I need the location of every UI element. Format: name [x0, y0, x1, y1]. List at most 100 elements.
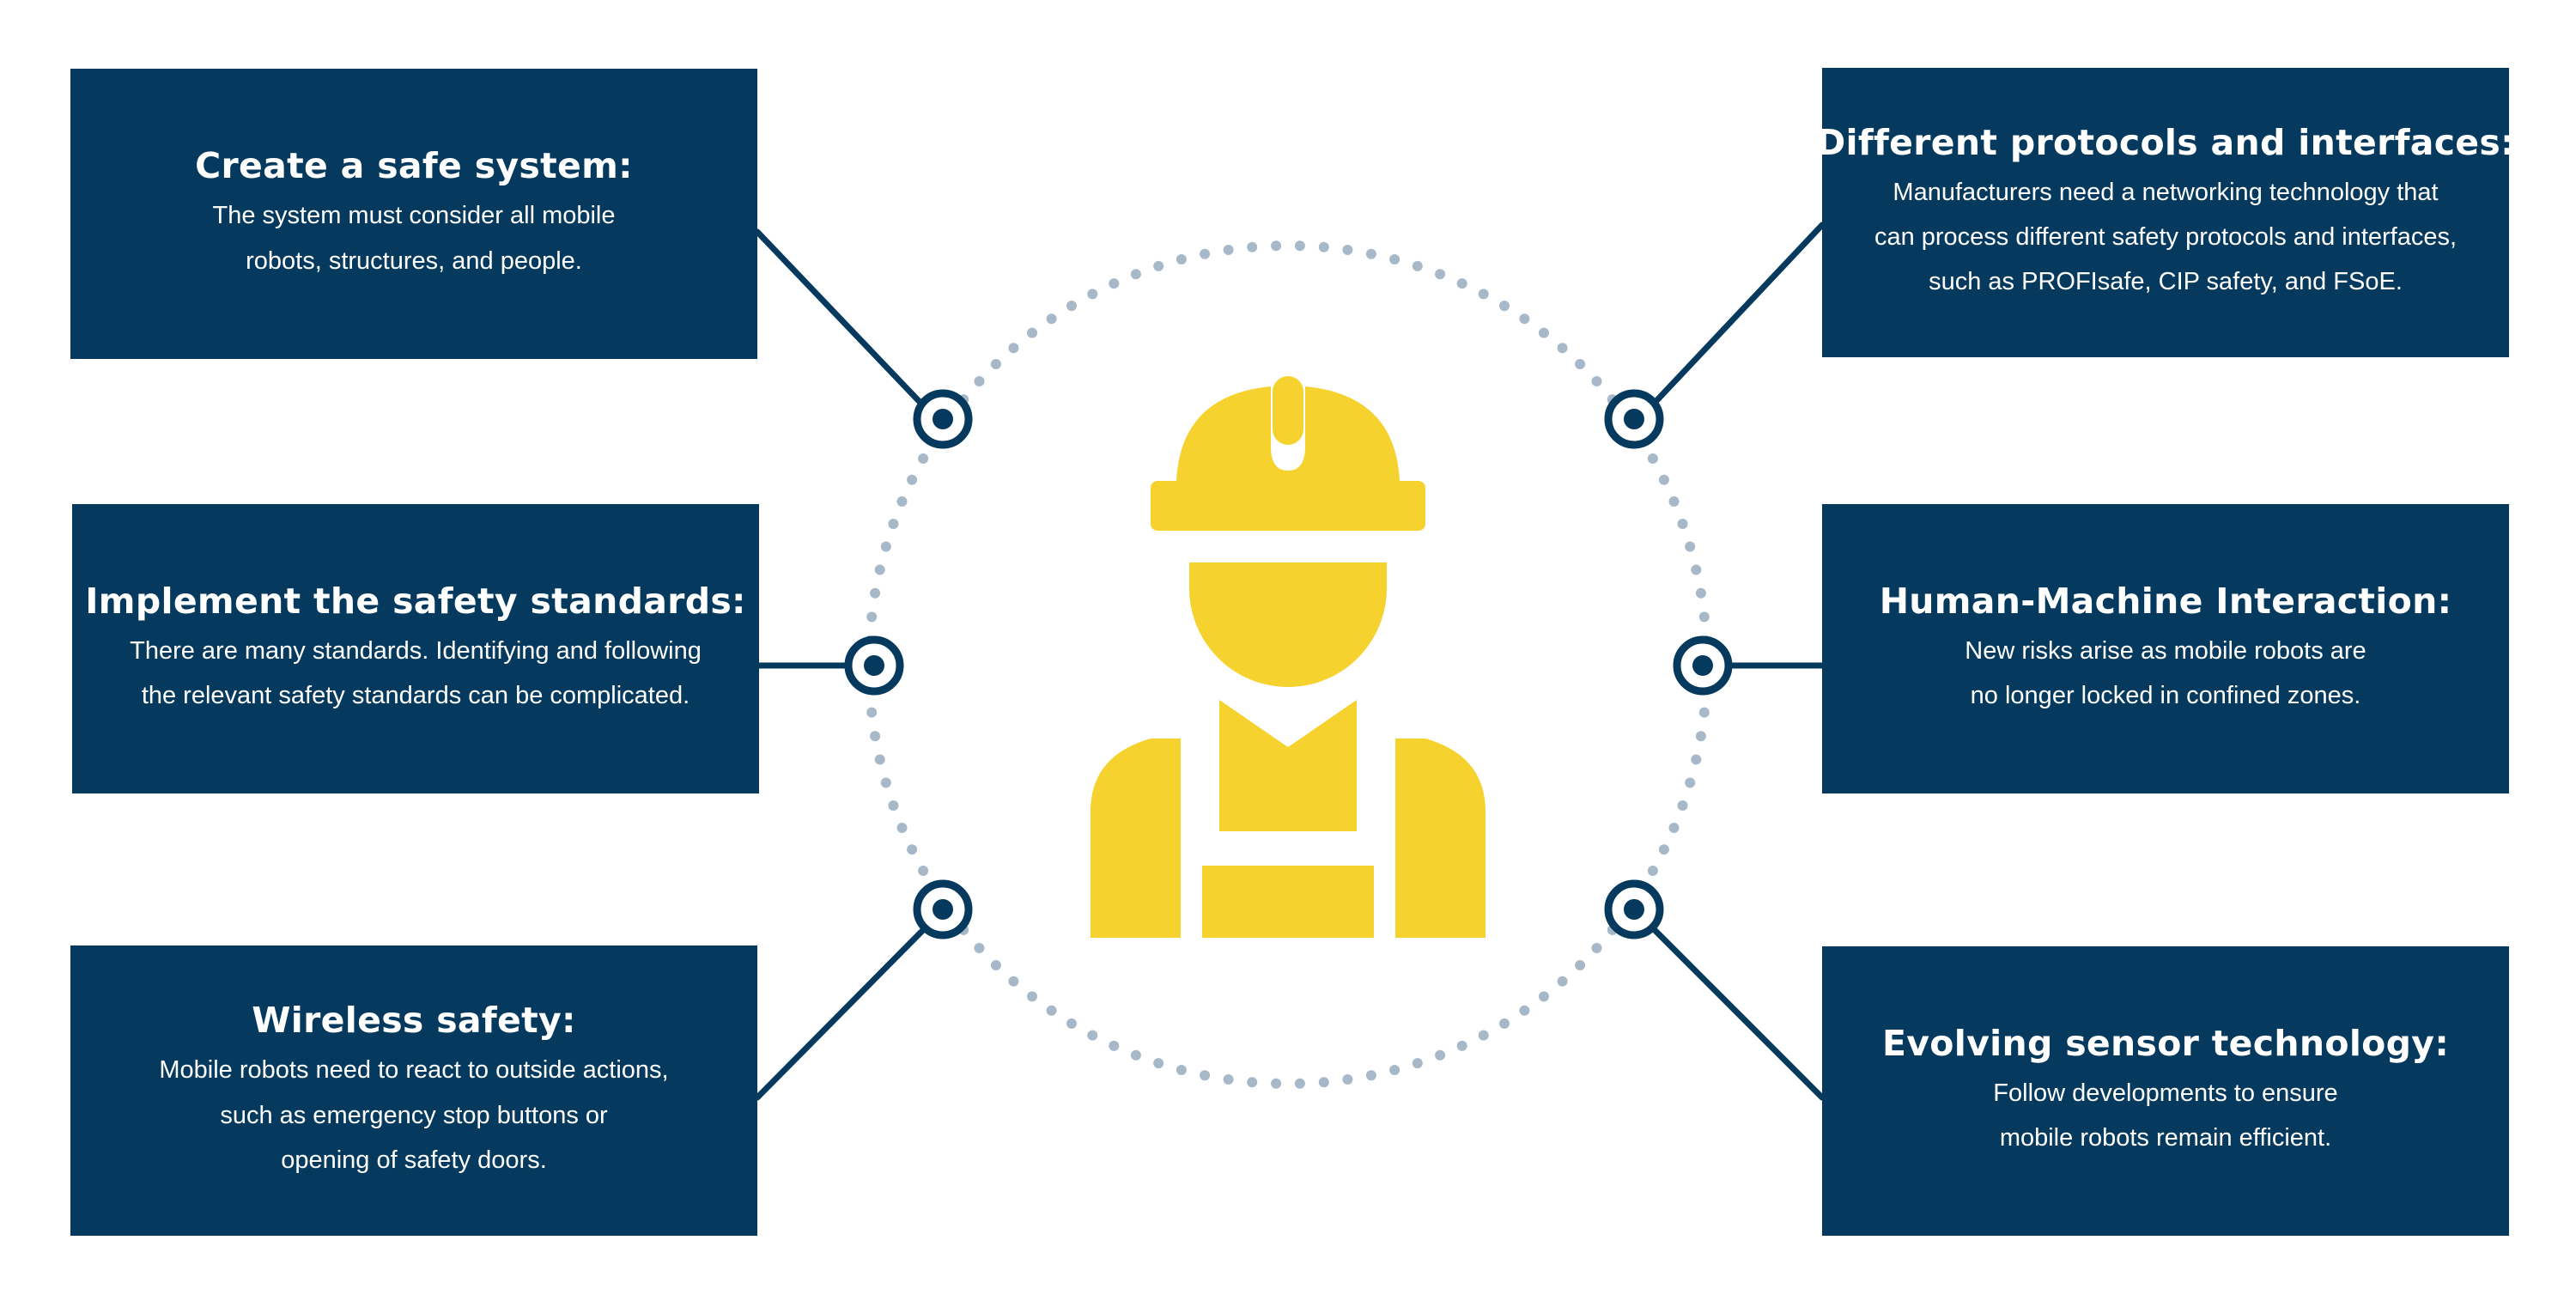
- ring-dot: [1519, 313, 1530, 325]
- info-box-create-safe-system: Create a safe system: The system must co…: [70, 69, 757, 359]
- ring-dot: [1519, 1005, 1530, 1016]
- ring-dot: [1176, 1065, 1187, 1075]
- ring-dot: [1365, 248, 1376, 259]
- box-body: New risks arise as mobile robots are no …: [1965, 629, 2366, 718]
- box-body: There are many standards. Identifying an…: [130, 629, 702, 718]
- ring-dot: [1008, 343, 1019, 354]
- node-marker-tl: [913, 389, 973, 449]
- ring-dot: [866, 707, 878, 718]
- ring-dot: [1478, 1030, 1489, 1041]
- info-box-evolving-sensor-technology: Evolving sensor technology: Follow devel…: [1822, 946, 2509, 1236]
- ring-dot: [1342, 245, 1353, 255]
- ring-dot: [1695, 587, 1706, 599]
- connectors: [754, 222, 1826, 1101]
- box-body: Mobile robots need to react to outside a…: [159, 1048, 668, 1182]
- ring-dot: [1271, 1078, 1282, 1089]
- ring-dot: [990, 359, 1001, 369]
- body-line: Manufacturers need a networking technolo…: [1893, 178, 2439, 206]
- ring-dot: [1200, 248, 1211, 259]
- node-marker-tr: [1604, 389, 1664, 449]
- ring-dot: [1695, 731, 1706, 742]
- ring-dot: [1389, 254, 1400, 264]
- ring-dot: [1591, 376, 1602, 386]
- ring-dot: [1318, 1077, 1329, 1088]
- ring-dot: [1691, 564, 1702, 575]
- ring-dot: [918, 866, 929, 876]
- ring-dot: [1318, 241, 1329, 252]
- info-box-wireless-safety: Wireless safety: Mobile robots need to r…: [70, 945, 757, 1236]
- ring-dot: [1342, 1074, 1353, 1085]
- ring-dot: [1668, 823, 1680, 833]
- ring-dot: [1271, 240, 1282, 252]
- body-line: robots, structures, and people.: [246, 246, 582, 275]
- ring-dot: [1412, 260, 1423, 271]
- ring-dot: [1499, 1018, 1510, 1029]
- ring-dot: [866, 611, 878, 623]
- ring-dot: [1109, 1040, 1120, 1051]
- ring-dot: [888, 519, 899, 529]
- ring-dot: [1027, 327, 1037, 338]
- body-line: can process different safety protocols a…: [1874, 223, 2458, 252]
- ring-dot: [1153, 1058, 1164, 1069]
- body-line: mobile robots remain efficient.: [1999, 1124, 2332, 1152]
- construction-worker-icon: [1091, 376, 1485, 938]
- box-body: Follow developments to ensure mobile rob…: [1993, 1071, 2337, 1160]
- ring-dot: [1539, 327, 1549, 338]
- ring-dot: [974, 376, 985, 386]
- ring-dot: [1389, 1065, 1400, 1075]
- ring-dot: [880, 777, 891, 788]
- body-line: The system must consider all mobile: [212, 202, 616, 230]
- ring-dot: [1247, 241, 1258, 252]
- node-marker-br: [1604, 879, 1664, 939]
- ring-dot: [1677, 519, 1688, 529]
- ring-dot: [1294, 240, 1305, 252]
- ring-dot: [1109, 278, 1120, 289]
- ring-dot: [1456, 278, 1467, 289]
- ring-dot: [1658, 474, 1669, 485]
- ring-dot: [1087, 289, 1098, 300]
- ring-dot: [1027, 991, 1037, 1002]
- ring-dot: [1575, 960, 1586, 970]
- ring-dot: [1412, 1058, 1423, 1069]
- ring-dot: [1575, 359, 1586, 369]
- connector-line-bl: [754, 924, 929, 1101]
- box-title: Wireless safety:: [252, 1000, 576, 1042]
- ring-dot: [1647, 453, 1658, 464]
- body-line: no longer locked in confined zones.: [1970, 682, 2361, 710]
- box-title: Evolving sensor technology:: [1881, 1022, 2450, 1064]
- body-line: Follow developments to ensure: [1993, 1079, 2338, 1107]
- box-title: Different protocols and interfaces:: [1816, 121, 2515, 163]
- node-markers: [844, 389, 1733, 939]
- node-marker-mr: [1673, 635, 1733, 696]
- ring-dot: [1066, 301, 1077, 312]
- ring-dot: [1698, 707, 1710, 718]
- ring-dot: [1153, 260, 1164, 271]
- ring-dot: [1685, 777, 1696, 788]
- ring-dot: [1130, 1049, 1141, 1061]
- node-marker-ml: [844, 635, 904, 696]
- ring-dot: [1066, 1018, 1077, 1029]
- ring-dot: [918, 453, 929, 464]
- ring-dot: [1478, 289, 1489, 300]
- ring-dot: [1008, 976, 1019, 987]
- connector-line-br: [1649, 924, 1826, 1101]
- info-box-implement-safety-standards: Implement the safety standards: There ar…: [72, 504, 759, 793]
- ring-dot: [1087, 1030, 1098, 1041]
- ring-dot: [896, 823, 908, 833]
- ring-dot: [1691, 754, 1702, 765]
- box-title: Implement the safety standards:: [85, 580, 746, 622]
- box-body: The system must consider all mobile robo…: [213, 193, 616, 283]
- ring-dot: [874, 754, 885, 765]
- ring-dot: [870, 731, 881, 742]
- ring-dot: [907, 474, 918, 485]
- info-box-human-machine-interaction: Human-Machine Interaction: New risks ari…: [1822, 504, 2509, 793]
- connector-line-tl: [754, 228, 925, 407]
- ring-dot: [874, 564, 885, 575]
- ring-dot: [907, 844, 918, 855]
- ring-dot: [1677, 800, 1688, 811]
- ring-dot: [1668, 496, 1680, 507]
- ring-dot: [1698, 611, 1710, 623]
- ring-dot: [1223, 1074, 1234, 1085]
- ring-dot: [1499, 301, 1510, 312]
- node-marker-bl: [913, 879, 973, 939]
